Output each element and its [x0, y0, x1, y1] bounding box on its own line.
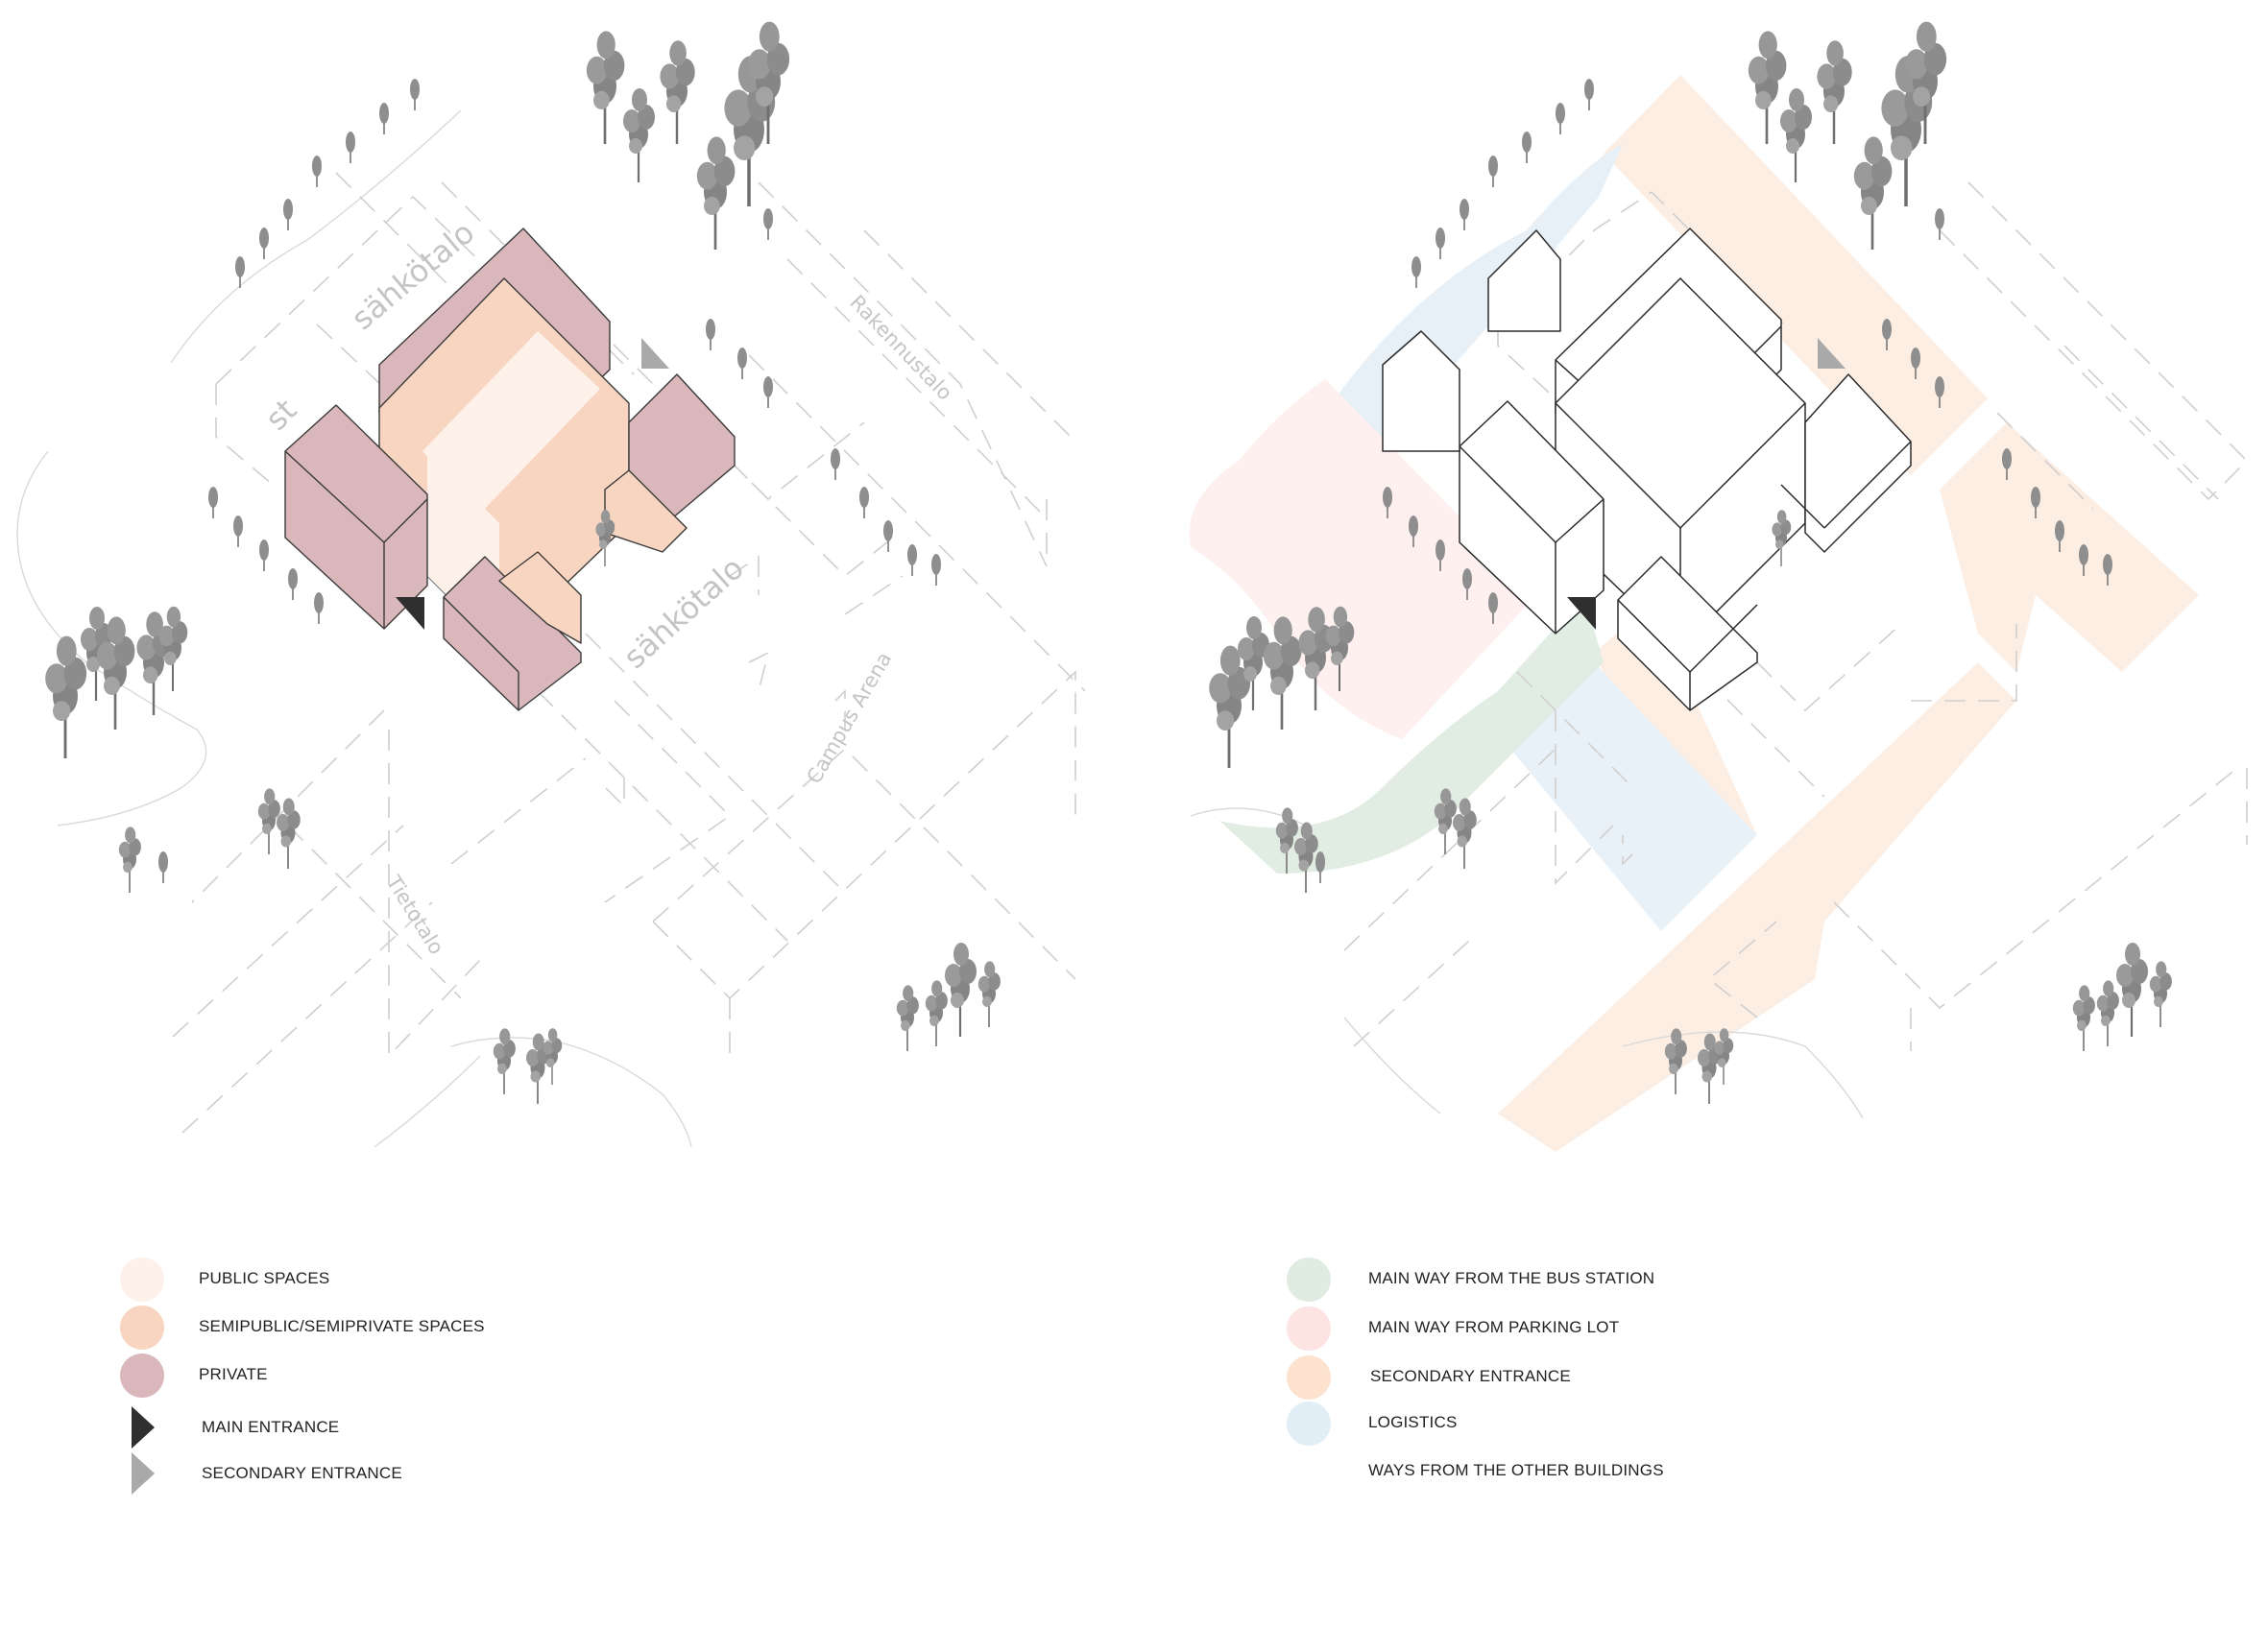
legend-item-logistics: LOGISTICS	[1287, 1401, 1959, 1448]
outline-volume-south	[1617, 556, 1758, 711]
street-label-rakennustalo: Rakennustalo	[845, 291, 956, 405]
street-label-sahkotalo-bottom: sähkötalo	[616, 550, 751, 676]
legend-label-secondary-area: SECONDARY ENTRANCE	[1370, 1367, 1571, 1385]
private-volume-south	[443, 556, 582, 711]
legend-label-main-entrance: MAIN ENTRANCE	[202, 1418, 340, 1436]
semipublic-volume-south	[498, 551, 582, 644]
legend-item-semipublic: SEMIPUBLIC/SEMIPRIVATE SPACES	[120, 1306, 792, 1352]
legend-label-other-buildings: WAYS FROM THE OTHER BUILDINGS	[1368, 1461, 1664, 1479]
bus-swatch	[1287, 1258, 1331, 1302]
left-site-plan: sähkötalo st sähkötalo Rakennustalo Camp…	[16, 20, 1086, 1148]
street-label-campus-arena: Campus Arena	[803, 648, 897, 787]
legend-label-semipublic: SEMIPUBLIC/SEMIPRIVATE SPACES	[199, 1317, 485, 1335]
logistics-swatch	[1287, 1401, 1331, 1446]
right-building-outlines	[1382, 228, 1912, 711]
legend-zoning: PUBLIC SPACES SEMIPUBLIC/SEMIPRIVATE SPA…	[120, 1258, 696, 1526]
street-label-st: st	[258, 392, 304, 438]
site-edge-lines	[16, 109, 692, 1148]
legend-item-bus: MAIN WAY FROM THE BUS STATION	[1287, 1258, 1959, 1304]
secondary-entrance-triangle-icon	[132, 1452, 155, 1495]
legend-label-bus: MAIN WAY FROM THE BUS STATION	[1368, 1269, 1655, 1287]
public-swatch	[120, 1258, 164, 1302]
right-main-entrance-marker	[1567, 597, 1596, 630]
legend-item-main-entrance: MAIN ENTRANCE	[120, 1406, 792, 1452]
secondary-area-swatch	[1287, 1355, 1331, 1400]
main-entrance-marker	[396, 597, 424, 630]
legend-label-public: PUBLIC SPACES	[199, 1269, 330, 1287]
legend-label-parking: MAIN WAY FROM PARKING LOT	[1368, 1318, 1620, 1336]
legend-item-secondary-area: SECONDARY ENTRANCE	[1287, 1355, 1959, 1401]
parking-way-area	[1189, 379, 1536, 739]
semipublic-swatch	[120, 1306, 164, 1350]
private-swatch	[120, 1354, 164, 1398]
legend-label-private: PRIVATE	[199, 1365, 268, 1383]
right-secondary-entrance-marker	[1818, 338, 1846, 369]
legend-item-private: PRIVATE	[120, 1354, 792, 1400]
legend-label-logistics: LOGISTICS	[1368, 1413, 1458, 1431]
main-entrance-triangle-icon	[132, 1406, 155, 1449]
legend-label-secondary-entrance: SECONDARY ENTRANCE	[202, 1464, 402, 1482]
secondary-area-east	[1940, 422, 2199, 672]
secondary-entrance-marker	[641, 338, 669, 369]
right-site-plan	[1189, 20, 2248, 1152]
parking-swatch	[1287, 1306, 1331, 1351]
legend-item-secondary-entrance: SECONDARY ENTRANCE	[120, 1452, 792, 1498]
outline-volume-north-small	[1487, 229, 1561, 332]
public-band-upper	[422, 331, 600, 514]
outline-volume-east	[1804, 373, 1912, 553]
outline-volume-west-small	[1382, 330, 1460, 452]
legend-circulation: MAIN WAY FROM THE BUS STATION MAIN WAY F…	[1287, 1258, 1959, 1526]
logistics-area-south	[1479, 662, 1757, 931]
legend-item-other-buildings: WAYS FROM THE OTHER BUILDINGS	[1287, 1449, 1959, 1496]
secondary-area-south	[1498, 662, 2016, 1152]
legend-item-public: PUBLIC SPACES	[120, 1258, 792, 1304]
street-label-tietotalo: Tietotalo	[381, 871, 448, 958]
secondary-area-north	[1604, 75, 1988, 475]
legend-item-parking: MAIN WAY FROM PARKING LOT	[1287, 1306, 1959, 1353]
left-building-massing	[284, 228, 736, 711]
